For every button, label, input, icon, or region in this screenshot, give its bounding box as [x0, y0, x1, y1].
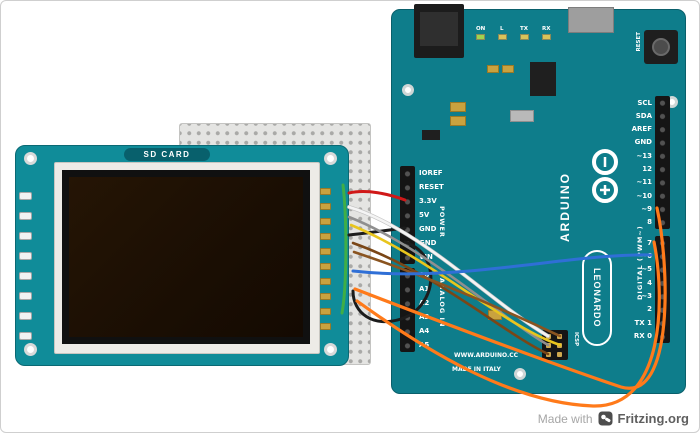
pin-label: IOREF — [419, 169, 443, 177]
arduino-brand-text: ARDUINO — [558, 172, 572, 242]
led-label: ON — [476, 26, 486, 32]
led-label: L — [500, 26, 504, 32]
tft-pin-pad — [320, 263, 331, 270]
tx-led — [520, 34, 529, 40]
made-in-italy-text: MADE IN ITALY — [452, 366, 501, 373]
digital-header-bottom[interactable] — [655, 236, 670, 343]
tft-pin-pad — [320, 233, 331, 240]
pin-label: A3 — [419, 313, 430, 321]
pin-label: A4 — [419, 327, 430, 335]
tft-pad — [19, 272, 32, 280]
tft-pad — [19, 292, 32, 300]
pin-label: GND — [419, 225, 437, 233]
power-header[interactable] — [400, 166, 415, 264]
usb-connector — [414, 4, 464, 58]
tft-pin-pad — [320, 248, 331, 255]
power-section-label: POWER — [438, 206, 446, 238]
mounting-hole — [24, 152, 37, 165]
analog-section-label: ANALOG IN — [438, 278, 446, 328]
tft-pad — [19, 332, 32, 340]
pin-label: GND — [634, 138, 652, 146]
icsp-header[interactable] — [542, 330, 568, 360]
digital-section-label: DIGITAL (PWM~) — [636, 225, 644, 300]
pin-label: A5 — [419, 341, 430, 349]
tft-pad — [19, 192, 32, 200]
pin-label: SDA — [635, 112, 652, 120]
pin-label: SCL — [637, 99, 652, 107]
mounting-hole — [324, 343, 337, 356]
l-led — [498, 34, 507, 40]
arduino-logo-icon — [592, 149, 618, 203]
mounting-hole — [24, 343, 37, 356]
analog-header[interactable] — [400, 268, 415, 352]
pin-label: A2 — [419, 299, 430, 307]
pin-label: VIN — [419, 253, 433, 261]
pin-label: GND — [419, 239, 437, 247]
tft-display-module[interactable]: SD CARD — [15, 145, 349, 366]
pin-label: ~13 — [636, 152, 652, 160]
tft-pad — [19, 312, 32, 320]
tft-pin-pad — [320, 293, 331, 300]
pin-label: A0 — [419, 271, 430, 279]
credit: Made with Fritzing.org — [538, 411, 689, 426]
tft-pad — [19, 232, 32, 240]
tft-screen[interactable] — [69, 177, 303, 337]
model-badge: LEONARDO — [582, 250, 612, 346]
mounting-hole — [514, 368, 526, 380]
credit-prefix: Made with — [537, 411, 593, 426]
usb-connector-inner — [420, 12, 458, 46]
pin-label: AREF — [631, 125, 652, 133]
pin-label: ~10 — [636, 192, 652, 200]
reset-label: RESET — [636, 32, 642, 52]
power-connector — [568, 7, 614, 33]
tft-pin-pad — [320, 203, 331, 210]
credit-brand: Fritzing.org — [617, 411, 690, 426]
smd-component — [510, 110, 534, 122]
pin-label: 12 — [642, 165, 652, 173]
pin-label: 5V — [419, 211, 430, 219]
reset-button-cap — [652, 38, 670, 56]
pin-label: RESET — [419, 183, 444, 191]
tft-pin-pad — [320, 218, 331, 225]
reset-button[interactable] — [644, 30, 678, 64]
pin-label: A1 — [419, 285, 430, 293]
on-led — [476, 34, 485, 40]
smd-component — [422, 130, 440, 140]
digital-header-top[interactable] — [655, 96, 670, 229]
tft-pin-pad — [320, 308, 331, 315]
pin-label: ~11 — [636, 178, 652, 186]
smd-component — [488, 310, 502, 320]
tft-pad — [19, 252, 32, 260]
smd-component — [450, 102, 466, 112]
smd-component — [450, 116, 466, 126]
mounting-hole — [402, 84, 414, 96]
led-label: TX — [520, 26, 528, 32]
arduino-leonardo-board[interactable]: RESET ON L TX RX SCL SDA AREF GND ~13 — [391, 4, 686, 394]
mounting-hole — [324, 152, 337, 165]
rx-led — [542, 34, 551, 40]
pin-label: 3.3V — [419, 197, 437, 205]
model-name: LEONARDO — [592, 268, 602, 328]
tft-pin-pad — [320, 188, 331, 195]
icsp-label: ICSP — [573, 332, 579, 347]
fritzing-logo-icon — [598, 411, 612, 426]
led-label: RX — [542, 26, 551, 32]
sd-card-label: SD CARD — [124, 148, 210, 161]
smd-component — [502, 65, 514, 73]
tft-pad — [19, 212, 32, 220]
smd-component — [487, 65, 499, 73]
arduino-url-text: WWW.ARDUINO.CC — [454, 352, 519, 359]
tft-pin-pad — [320, 323, 331, 330]
tft-pin-pad — [320, 278, 331, 285]
smd-component — [530, 62, 556, 96]
